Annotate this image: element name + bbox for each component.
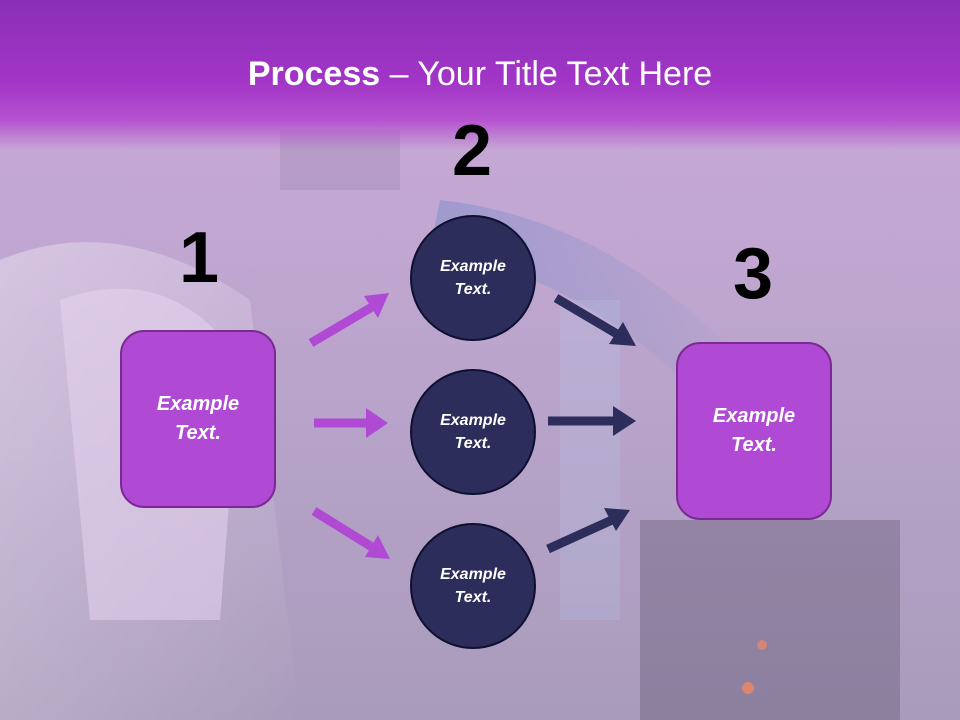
step-2-circle-middle[interactable]: Example Text.	[410, 369, 536, 495]
circle-middle-label: Example Text.	[440, 412, 506, 452]
arrow-down-right	[553, 294, 636, 346]
arrow-down-left	[311, 507, 390, 559]
step-1-box[interactable]: Example Text.	[120, 330, 276, 508]
step-number-1: 1	[178, 218, 220, 298]
step-number-3: 3	[732, 234, 774, 314]
arrow-mid-right	[548, 406, 636, 436]
step-3-box[interactable]: Example Text.	[676, 342, 832, 520]
title-bar	[0, 0, 960, 150]
circle-top-label: Example Text.	[440, 258, 506, 298]
slide-title: Process – Your Title Text Here	[0, 52, 960, 96]
title-rest: – Your Title Text Here	[380, 55, 713, 93]
step-3-label: Example Text.	[712, 405, 796, 456]
step-number-2: 2	[451, 111, 493, 191]
title-bold: Process	[247, 55, 381, 93]
arrow-up-right	[546, 508, 630, 554]
step-2-circle-top[interactable]: Example Text.	[410, 215, 536, 341]
arrow-mid-left	[314, 408, 388, 438]
arrow-up-left	[308, 293, 389, 347]
step-1-label: Example Text.	[156, 393, 240, 444]
step-2-circle-bottom[interactable]: Example Text.	[410, 523, 536, 649]
circle-bottom-label: Example Text.	[440, 566, 506, 606]
